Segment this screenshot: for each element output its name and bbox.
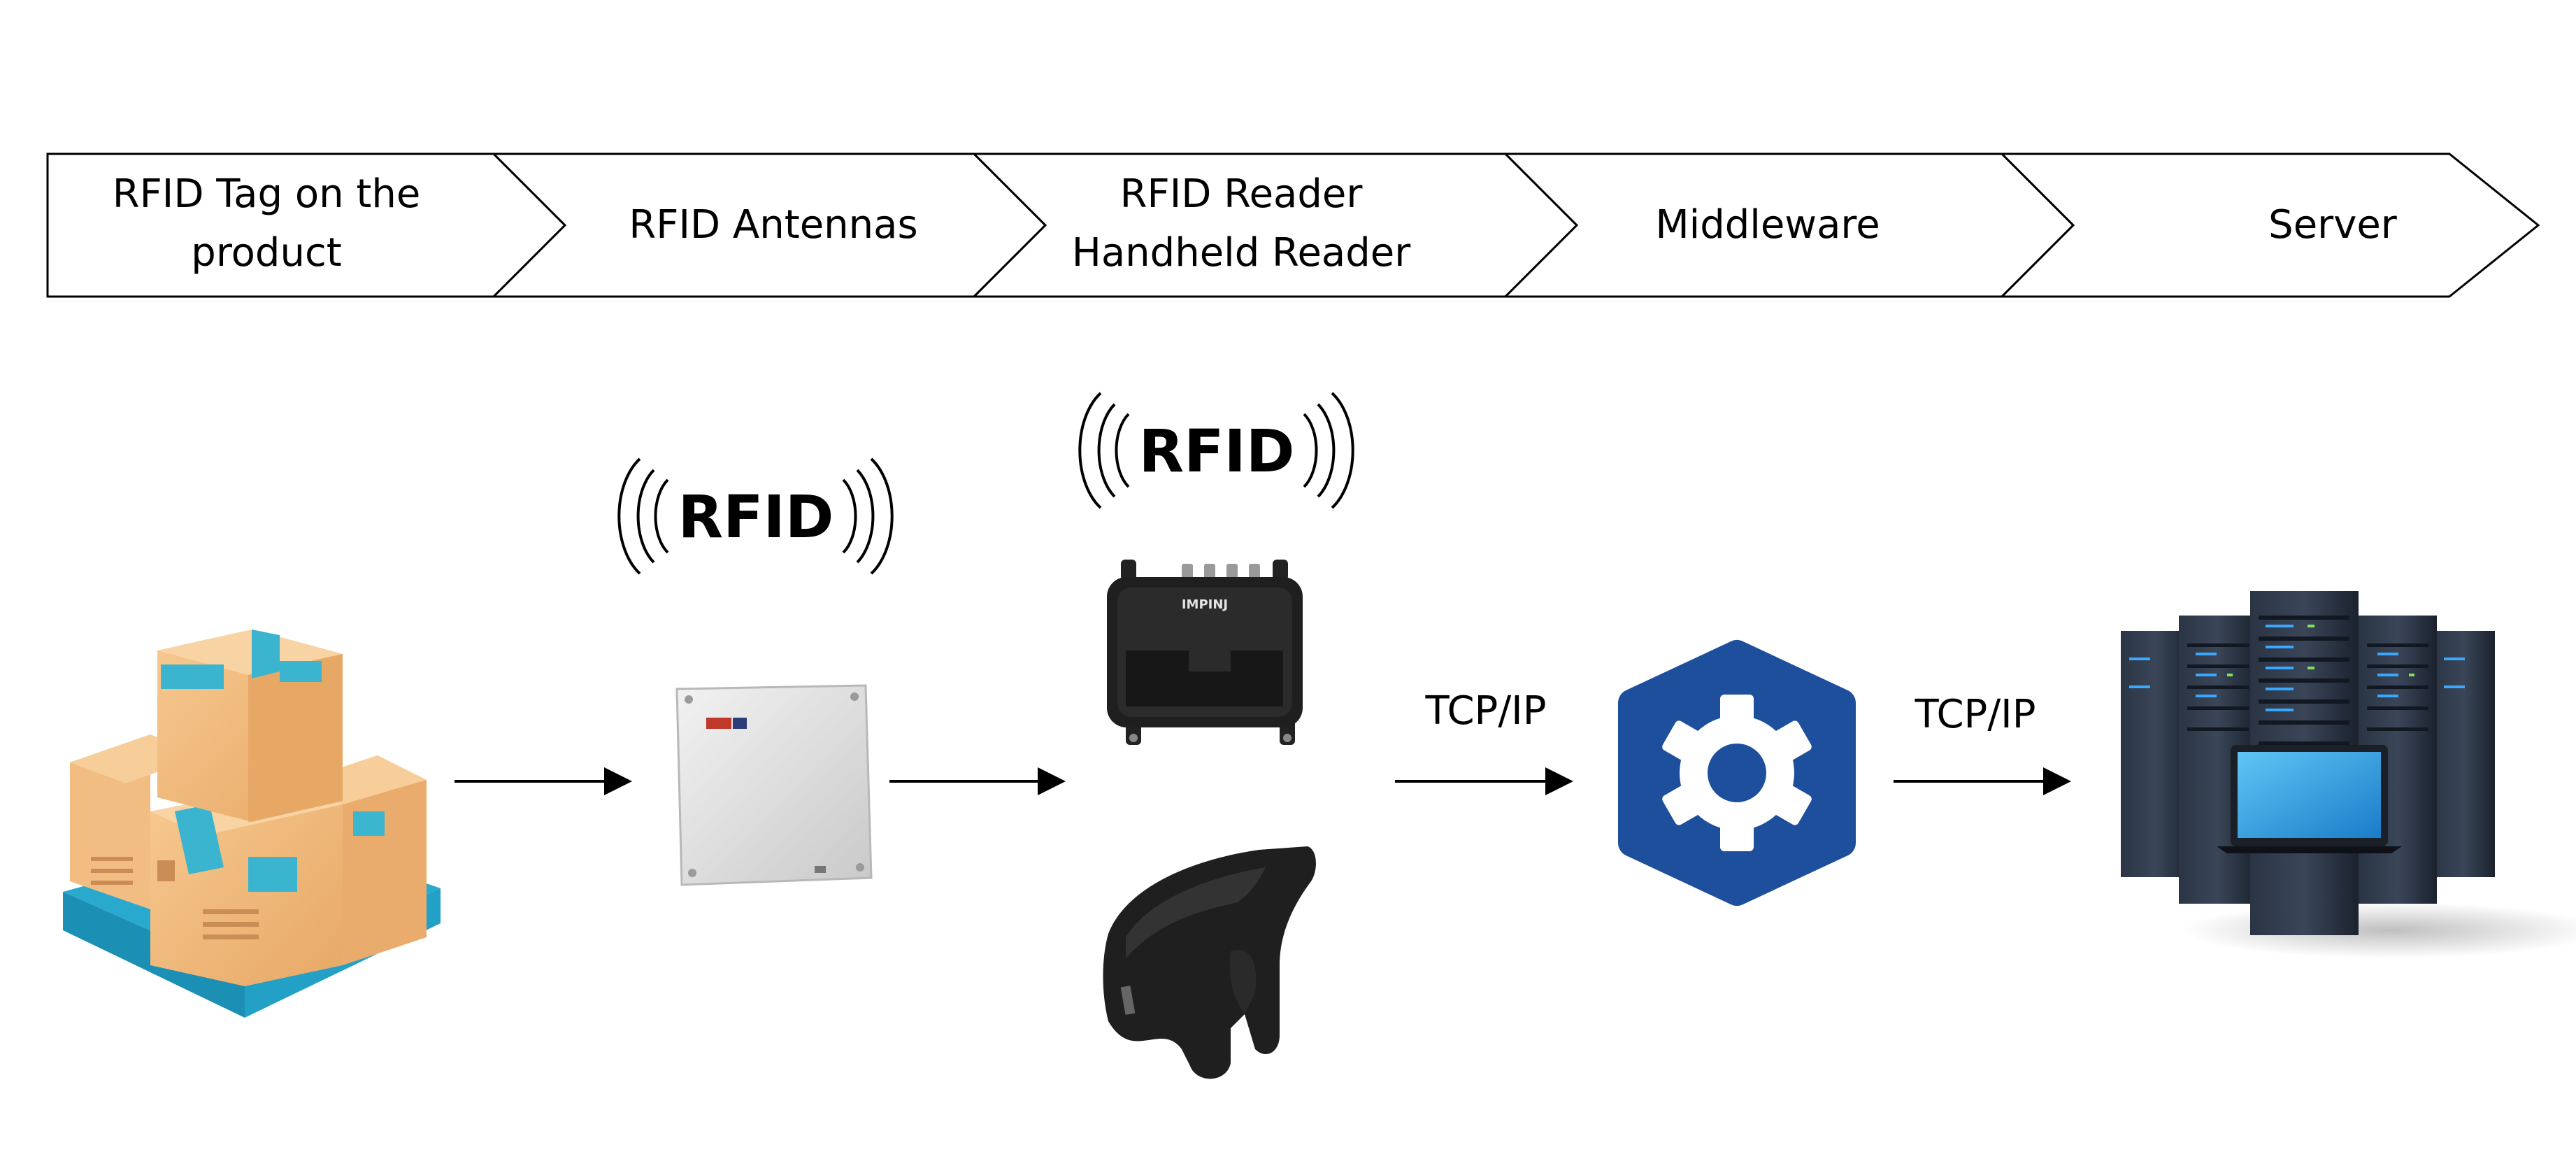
step-label-antennas: RFID Antennas bbox=[629, 202, 917, 248]
step-label-middleware: Middleware bbox=[1655, 202, 1880, 248]
signal-waves-left-icon bbox=[654, 478, 669, 554]
rfid-reader-icon: IMPINJ bbox=[1107, 560, 1303, 745]
boxes-pallet-icon bbox=[63, 630, 441, 1018]
gear-icon bbox=[1662, 695, 1812, 851]
middleware-hexagon bbox=[1618, 640, 1856, 906]
reader-brand-label: IMPINJ bbox=[1182, 597, 1228, 612]
rfid-signal-badge-reader bbox=[1078, 392, 1354, 509]
step-label-server: Server bbox=[2268, 202, 2398, 248]
rfid-badge-label-reader: RFID bbox=[1138, 417, 1294, 485]
connection-label-reader-middleware: TCP/IP bbox=[1425, 688, 1547, 734]
rfid-signal-badge-antenna bbox=[617, 457, 894, 575]
process-steps-bar bbox=[46, 152, 2540, 298]
signal-waves-left-icon bbox=[1115, 413, 1130, 488]
laptop-icon bbox=[2217, 745, 2402, 853]
step-label-reader-line2: Handheld Reader bbox=[1072, 230, 1411, 276]
signal-waves-right-icon bbox=[842, 478, 857, 554]
step-label-reader-line1: RFID Reader bbox=[1120, 171, 1364, 217]
handheld-reader-icon bbox=[1103, 846, 1316, 1079]
signal-waves-right-icon bbox=[1303, 413, 1318, 488]
step-chevron-server bbox=[1999, 152, 2540, 298]
step-label-tag-line2: product bbox=[191, 230, 341, 276]
rfid-antenna-icon bbox=[675, 684, 873, 886]
step-label-tag-line1: RFID Tag on the bbox=[113, 171, 421, 217]
connection-label-middleware-server: TCP/IP bbox=[1915, 692, 2036, 737]
rfid-badge-label-antenna: RFID bbox=[678, 483, 833, 551]
